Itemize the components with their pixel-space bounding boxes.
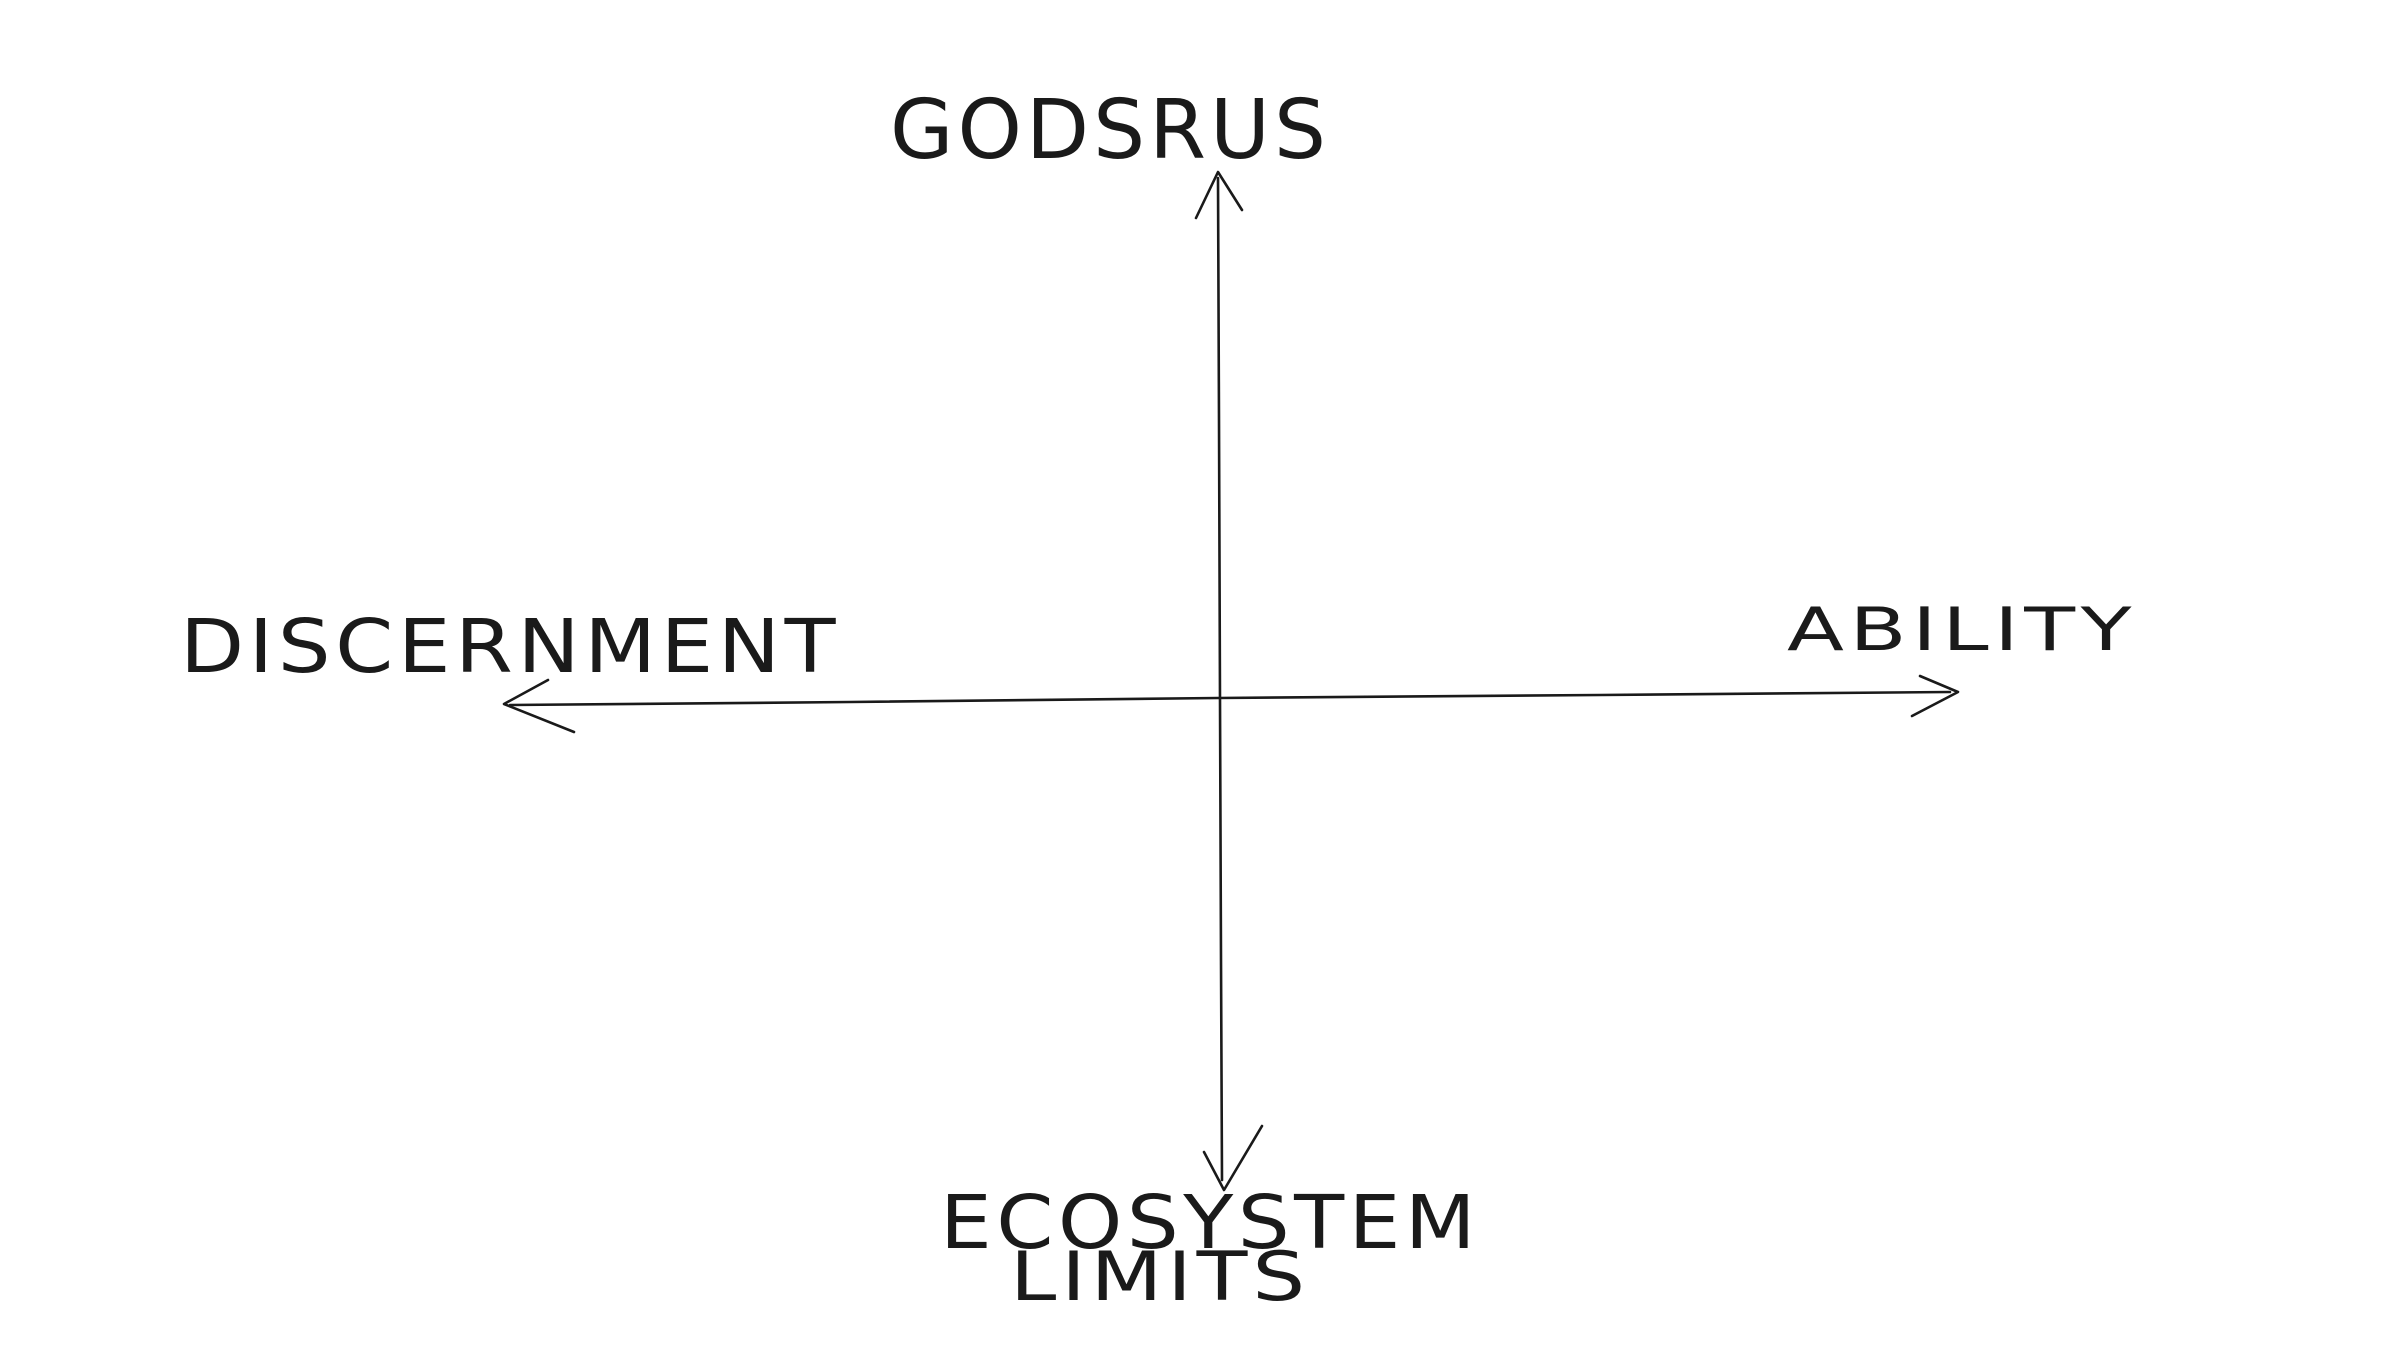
bottom-axis-label-line2: LIMITS [1010, 1238, 1310, 1317]
left-axis-label: DISCERNMENT [180, 604, 840, 690]
left-arrowhead [502, 678, 576, 734]
bottom-axis-label-line1: ECOSYSTEM [940, 1180, 1480, 1266]
vertical-axis [1216, 176, 1224, 1182]
down-arrowhead [1202, 1124, 1264, 1192]
horizontal-axis [508, 690, 1952, 707]
up-arrowhead [1194, 170, 1244, 220]
right-axis-label: ABILITY [1787, 595, 2137, 665]
right-arrowhead [1910, 674, 1960, 718]
top-axis-label: GODSRUS [890, 83, 1330, 178]
